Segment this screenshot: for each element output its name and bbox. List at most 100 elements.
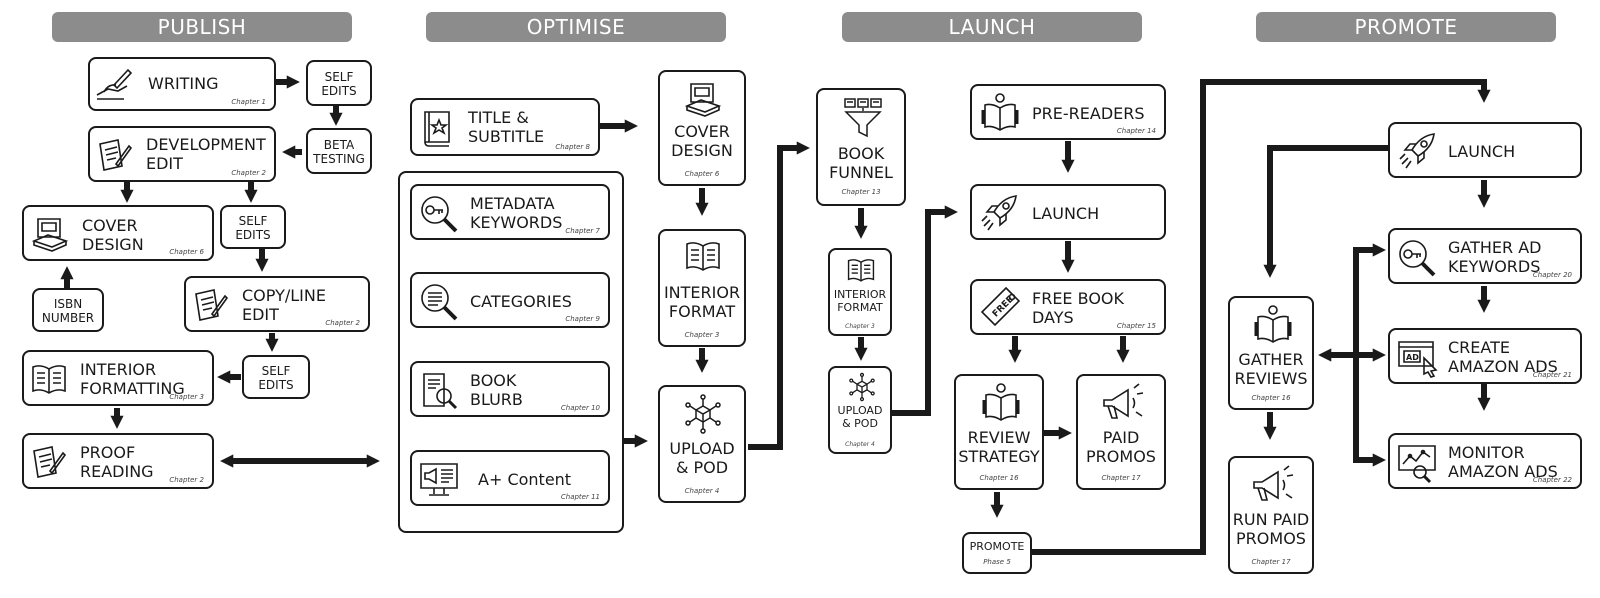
node-self-edits-3: SELF EDITS <box>242 355 310 399</box>
node-review-strategy: REVIEW STRATEGY Chapter 16 <box>954 374 1044 490</box>
node-label: CATEGORIES <box>470 292 572 311</box>
node-chapter: Chapter 8 <box>555 143 590 151</box>
rocket-icon <box>1399 133 1435 169</box>
node-label: LAUNCH <box>1448 142 1516 161</box>
phase-header-optimise: OPTIMISE <box>426 12 726 42</box>
key-magnifier-icon <box>1399 240 1436 277</box>
node-cover-design-optimise: COVER DESIGN Chapter 6 <box>658 70 746 186</box>
node-chapter: Chapter 6 <box>169 248 204 256</box>
key-magnifier-icon <box>421 196 458 233</box>
arrow-upload-to-launch <box>890 205 958 416</box>
notepad-pencil-icon <box>99 139 132 171</box>
node-chapter: Chapter 21 <box>1532 371 1572 379</box>
node-label: GATHER REVIEWS <box>1234 350 1308 388</box>
node-self-edits-2: SELF EDITS <box>220 205 286 249</box>
node-chapter: Chapter 7 <box>565 227 600 235</box>
node-label: WRITING <box>148 74 219 93</box>
node-label: REVIEW STRATEGY <box>958 428 1040 466</box>
node-isbn-number: ISBN NUMBER <box>32 288 104 332</box>
node-pre-readers: PRE-READERS Chapter 14 <box>970 84 1166 140</box>
node-label: GATHER AD KEYWORDS <box>1448 238 1542 276</box>
node-chapter: Chapter 20 <box>1532 271 1572 279</box>
node-chapter: Chapter 16 <box>979 474 1019 482</box>
reader-icon <box>981 93 1019 131</box>
node-self-edits-1: SELF EDITS <box>306 60 372 106</box>
node-label: SELF EDITS <box>321 70 357 98</box>
funnel-icon <box>844 98 882 138</box>
node-chapter: Chapter 17 <box>1251 558 1291 566</box>
node-free-book-days: FREE FREE BOOK DAYS Chapter 15 <box>970 279 1166 335</box>
node-chapter: Chapter 1 <box>231 98 266 106</box>
node-label: SELF EDITS <box>235 214 271 242</box>
node-gather-reviews: GATHER REVIEWS Chapter 16 <box>1228 296 1314 410</box>
arrow-branch-to-ad-keywords <box>1353 243 1386 355</box>
node-interior-formatting: INTERIOR FORMATTING Chapter 3 <box>22 350 214 406</box>
arrow-upload-to-book-funnel <box>748 141 810 450</box>
phase-header-promote: PROMOTE <box>1256 12 1556 42</box>
node-chapter: Chapter 14 <box>1116 127 1156 135</box>
node-a-plus-content: A+ Content Chapter 11 <box>410 450 610 506</box>
node-chapter: Chapter 6 <box>684 170 720 178</box>
node-label: PRE-READERS <box>1032 104 1145 123</box>
node-upload-pod-optimise: UPLOAD & POD Chapter 4 <box>658 385 746 503</box>
megaphone-icon <box>1253 465 1294 501</box>
network-cube-icon <box>685 394 721 434</box>
free-tag-icon: FREE <box>980 286 1021 327</box>
node-proof-reading: PROOF READING Chapter 2 <box>22 433 214 489</box>
node-chapter: Chapter 4 <box>845 441 875 448</box>
node-beta-testing: BETA TESTING <box>306 128 372 174</box>
network-cube-icon <box>849 372 875 402</box>
node-chapter: Chapter 2 <box>231 169 266 177</box>
node-development-edit: DEVELOPMENT EDIT Chapter 2 <box>88 126 276 182</box>
node-chapter: Chapter 10 <box>560 404 600 412</box>
node-book-blurb: BOOK BLURB Chapter 10 <box>410 361 610 417</box>
rocket-icon <box>981 195 1017 231</box>
svg-text:AD: AD <box>1406 353 1419 362</box>
node-chapter: Chapter 22 <box>1532 476 1572 484</box>
node-chapter: Chapter 3 <box>169 393 204 401</box>
node-launch-promote: LAUNCH <box>1388 122 1582 178</box>
node-chapter: Chapter 3 <box>845 323 875 330</box>
node-label: RUN PAID PROMOS <box>1232 510 1310 548</box>
node-metadata-keywords: METADATA KEYWORDS Chapter 7 <box>410 184 610 240</box>
phase-header-publish: PUBLISH <box>52 12 352 42</box>
node-label: MONITOR AMAZON ADS <box>1448 443 1558 481</box>
node-label: INTERIOR FORMATTING <box>80 360 185 398</box>
node-cover-design-publish: COVER DESIGN Chapter 6 <box>22 205 214 261</box>
node-chapter: Chapter 4 <box>684 487 720 495</box>
node-label: PROOF READING <box>80 443 154 481</box>
reader-icon <box>1254 305 1292 343</box>
document-search-icon <box>423 373 458 410</box>
book-stack-icon <box>31 218 69 252</box>
node-label: COVER DESIGN <box>671 122 733 160</box>
node-chapter: Chapter 3 <box>684 331 720 339</box>
node-label: CREATE AMAZON ADS <box>1448 338 1558 376</box>
arrow-branch-to-monitor-ads <box>1353 355 1386 467</box>
node-interior-format-launch: INTERIOR FORMAT Chapter 3 <box>828 248 892 336</box>
node-label: INTERIOR FORMAT <box>833 288 887 314</box>
notepad-pencil-icon <box>33 446 66 478</box>
node-book-funnel: BOOK FUNNEL Chapter 13 <box>816 88 906 206</box>
node-title-subtitle: TITLE & SUBTITLE Chapter 8 <box>410 98 600 156</box>
node-label: DEVELOPMENT EDIT <box>146 135 266 173</box>
node-label: PAID PROMOS <box>1086 428 1156 466</box>
node-chapter: Chapter 17 <box>1101 474 1141 482</box>
node-label: PROMOTE <box>969 540 1025 553</box>
chart-magnifier-icon <box>1398 445 1436 484</box>
megaphone-icon <box>1103 383 1144 419</box>
node-paid-promos: PAID PROMOS Chapter 17 <box>1076 374 1166 490</box>
node-interior-format-optimise: INTERIOR FORMAT Chapter 3 <box>658 229 746 347</box>
node-launch-launch: LAUNCH <box>970 184 1166 240</box>
node-chapter: Phase 5 <box>983 558 1011 566</box>
reader-icon <box>982 383 1020 421</box>
node-label: SELF EDITS <box>258 364 294 392</box>
node-upload-pod-launch: UPLOAD & POD Chapter 4 <box>828 366 892 454</box>
node-label: LAUNCH <box>1032 204 1100 223</box>
node-label: FREE BOOK DAYS <box>1032 289 1124 327</box>
notepad-pencil-icon <box>195 289 228 321</box>
node-chapter: Chapter 15 <box>1116 322 1156 330</box>
node-categories: CATEGORIES Chapter 9 <box>410 272 610 328</box>
node-chapter: Chapter 9 <box>565 315 600 323</box>
node-chapter: Chapter 11 <box>560 493 600 501</box>
node-label: UPLOAD & POD <box>837 404 883 430</box>
